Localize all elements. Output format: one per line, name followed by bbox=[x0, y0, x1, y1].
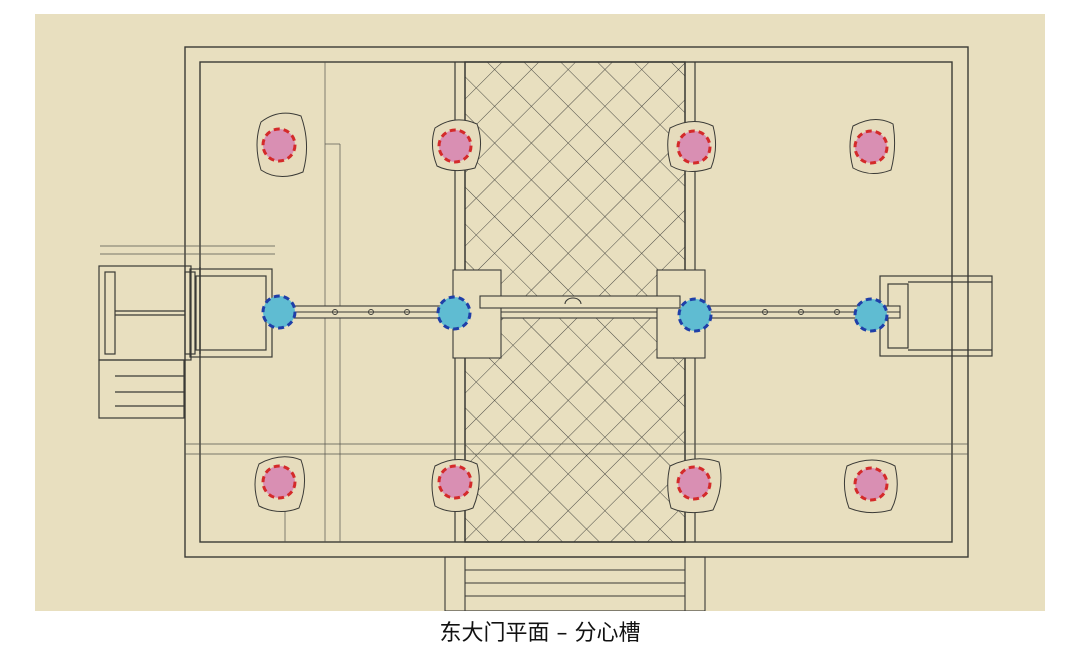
outer-column bbox=[437, 128, 473, 164]
central-partition-wall bbox=[279, 269, 901, 359]
outer-column bbox=[437, 464, 473, 500]
middle-column bbox=[436, 295, 472, 331]
middle-column bbox=[261, 294, 297, 330]
figure-caption: 东大门平面 – 分心槽 bbox=[439, 621, 641, 646]
front-steps bbox=[444, 556, 706, 611]
outer-columns-front-row bbox=[261, 127, 889, 165]
middle-column bbox=[853, 297, 889, 333]
outer-column bbox=[261, 464, 297, 500]
partition-studs bbox=[332, 309, 840, 315]
left-side-annex bbox=[98, 265, 273, 419]
outer-column bbox=[676, 129, 712, 165]
middle-column bbox=[677, 297, 713, 333]
outer-column bbox=[261, 127, 297, 163]
outer-column bbox=[853, 466, 889, 502]
middle-columns-row bbox=[261, 294, 889, 333]
outer-columns-back-row bbox=[261, 464, 889, 502]
floor-plan-drawing bbox=[35, 14, 1045, 611]
outer-column bbox=[676, 465, 712, 501]
outer-column bbox=[853, 129, 889, 165]
dimension-lines bbox=[100, 62, 968, 542]
